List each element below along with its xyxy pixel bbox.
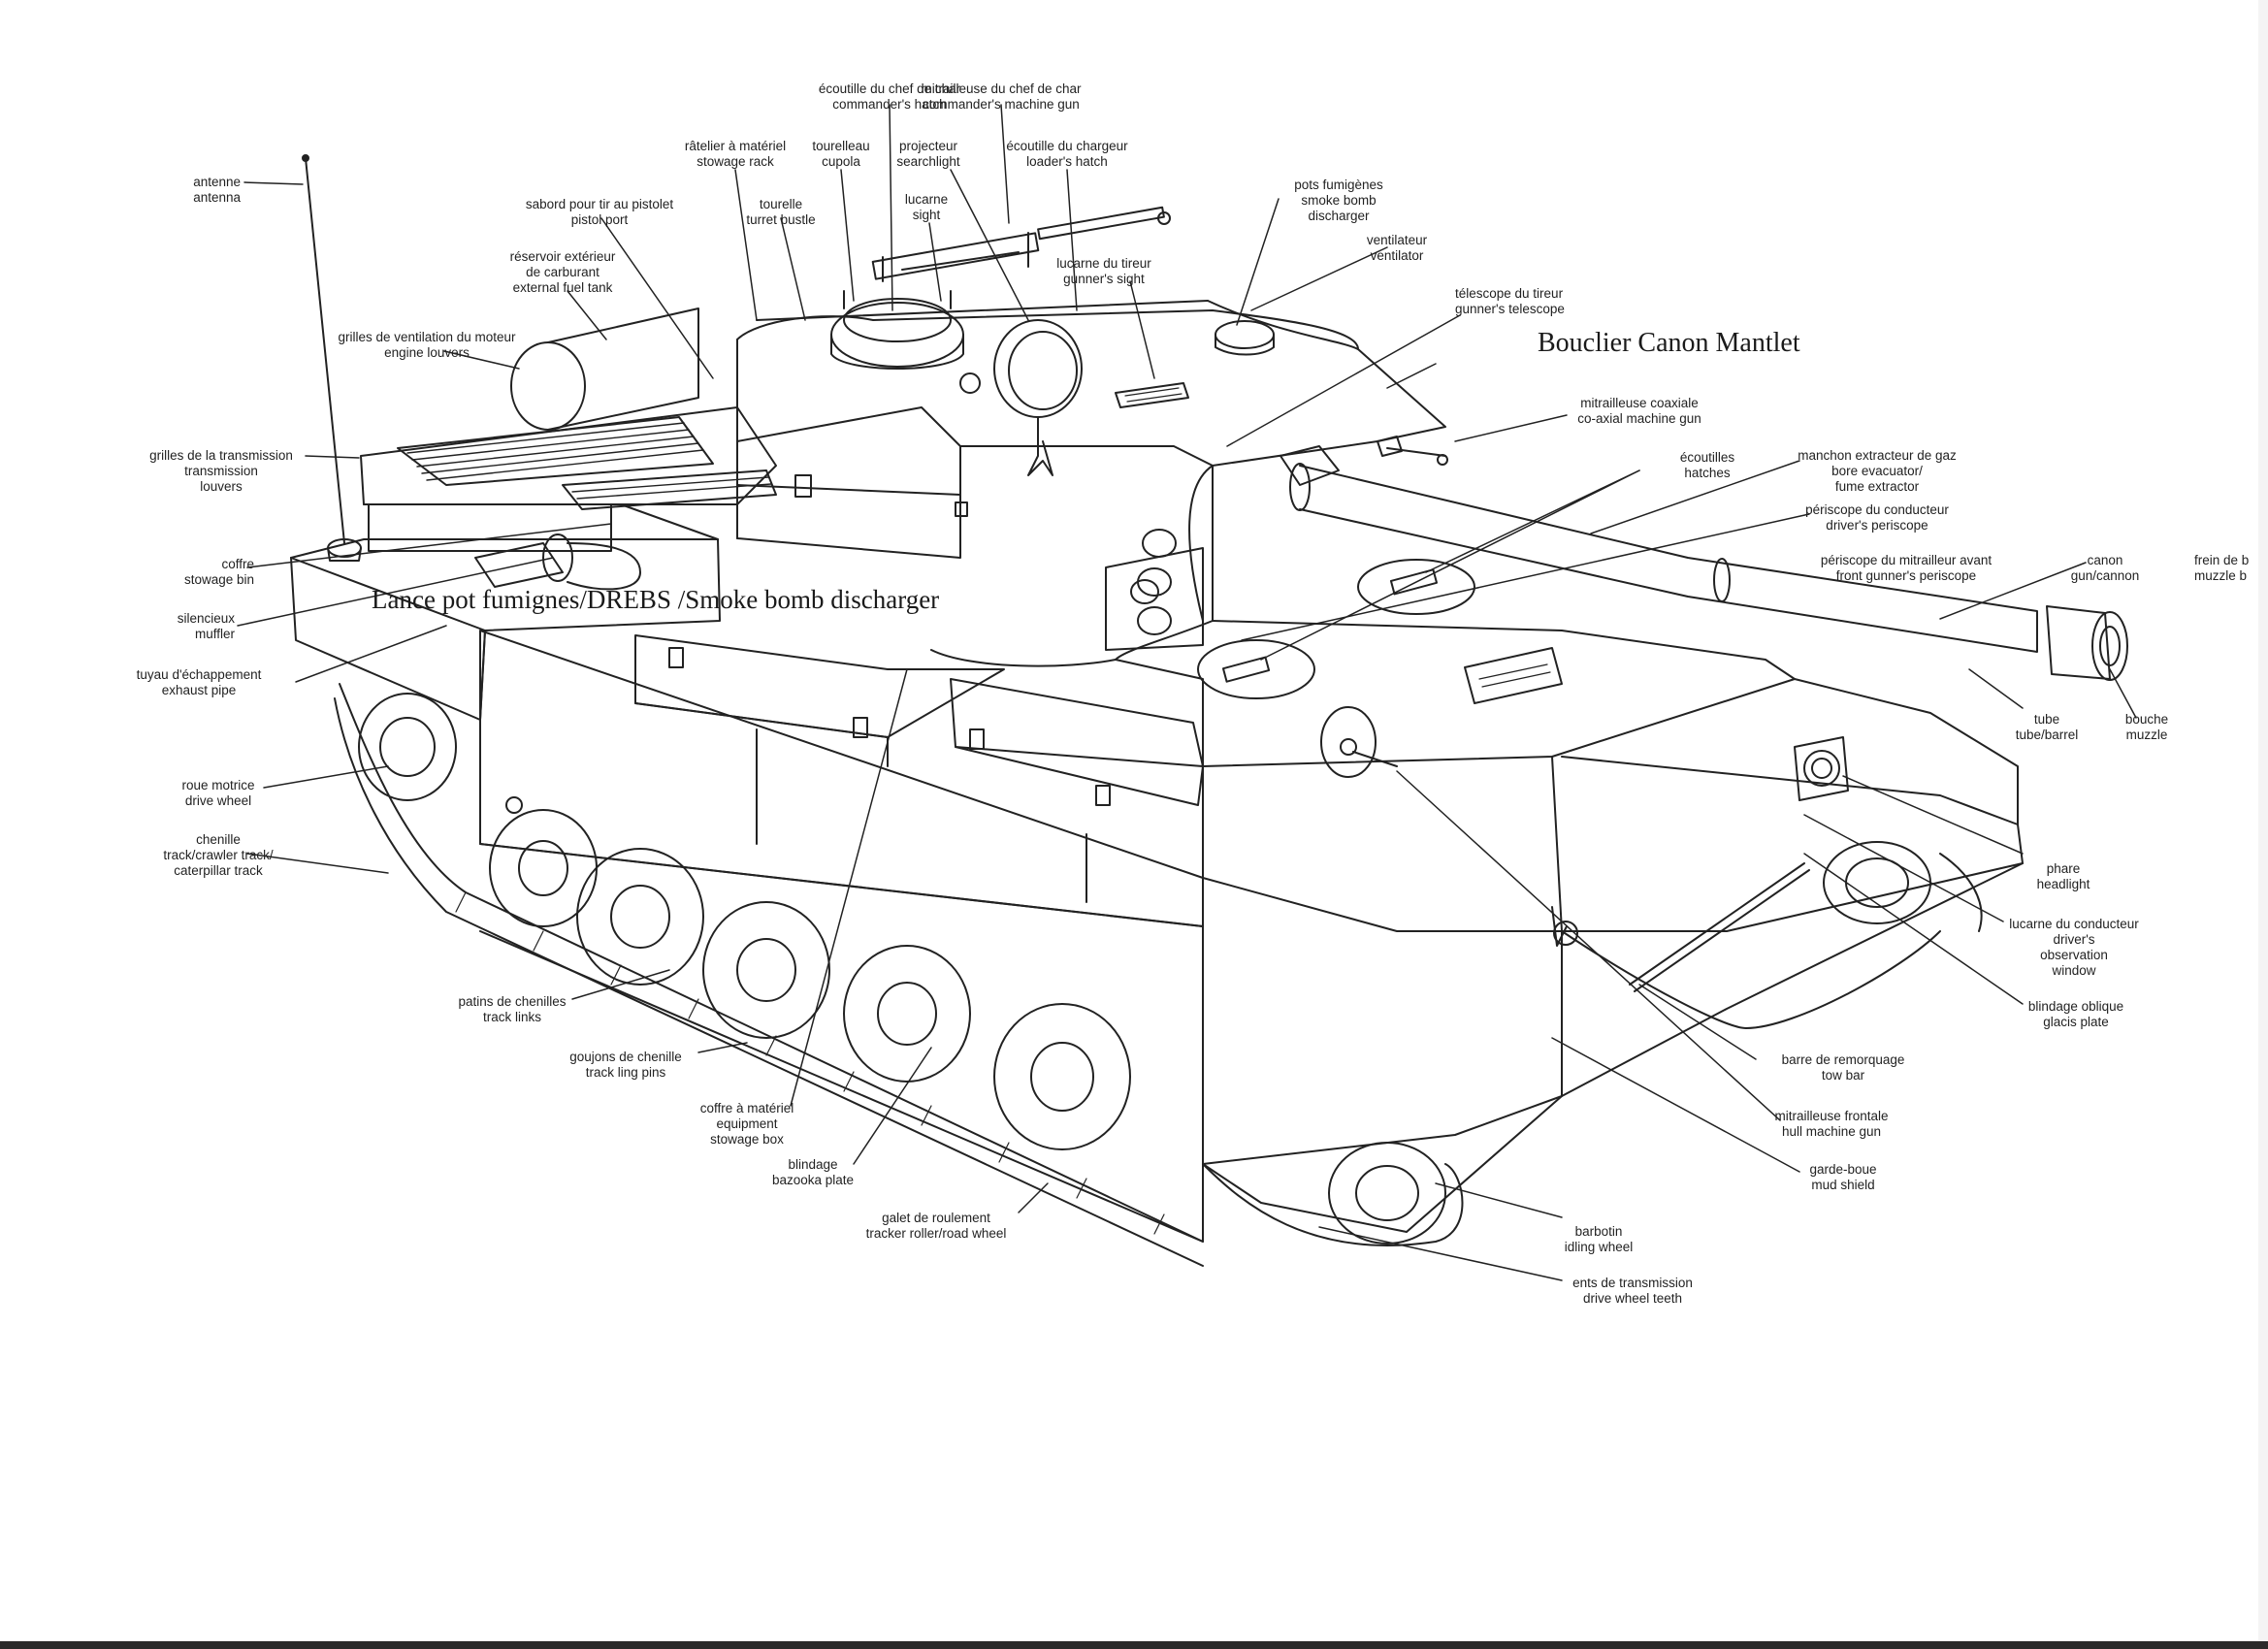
bottom-border xyxy=(0,1641,2268,1649)
hull-front-drawing xyxy=(1202,620,2024,1233)
muffler-drawing xyxy=(474,534,641,591)
tow-bar-drawing xyxy=(1629,862,1810,992)
page-edge xyxy=(2258,0,2268,1641)
leader-lines xyxy=(237,104,2137,1281)
headlight-drawing xyxy=(1551,736,1849,947)
hull-side xyxy=(479,630,1204,1243)
annotation-smoke-discharger: Lance pot fumignes/DREBS /Smoke bomb dis… xyxy=(372,585,940,614)
fuel-tank-drawing xyxy=(510,307,699,431)
engine-deck xyxy=(360,406,777,510)
running-gear-drawing xyxy=(334,683,1464,1267)
searchlight-drawing xyxy=(959,319,1083,476)
driver-window-drawing xyxy=(1464,647,1563,704)
right-track-drawing xyxy=(1561,841,1983,1029)
annotation-mantlet: Bouclier Canon Mantlet xyxy=(1538,328,1800,358)
turret-box-drawing xyxy=(736,406,968,559)
commander-mg-drawing xyxy=(871,206,1171,282)
cupola-drawing xyxy=(830,290,964,370)
hull-mg-drawing xyxy=(1320,706,1398,778)
turret-drawing xyxy=(736,300,1446,879)
gun-drawing xyxy=(1280,445,2128,681)
gunner-sight-drawing xyxy=(1115,382,1189,408)
coax-mg-drawing xyxy=(1377,436,1448,466)
smoke-pot-drawing xyxy=(1215,320,1275,356)
smoke-discharger-drawing xyxy=(1105,529,1204,651)
hatches-drawing xyxy=(1197,559,1475,699)
